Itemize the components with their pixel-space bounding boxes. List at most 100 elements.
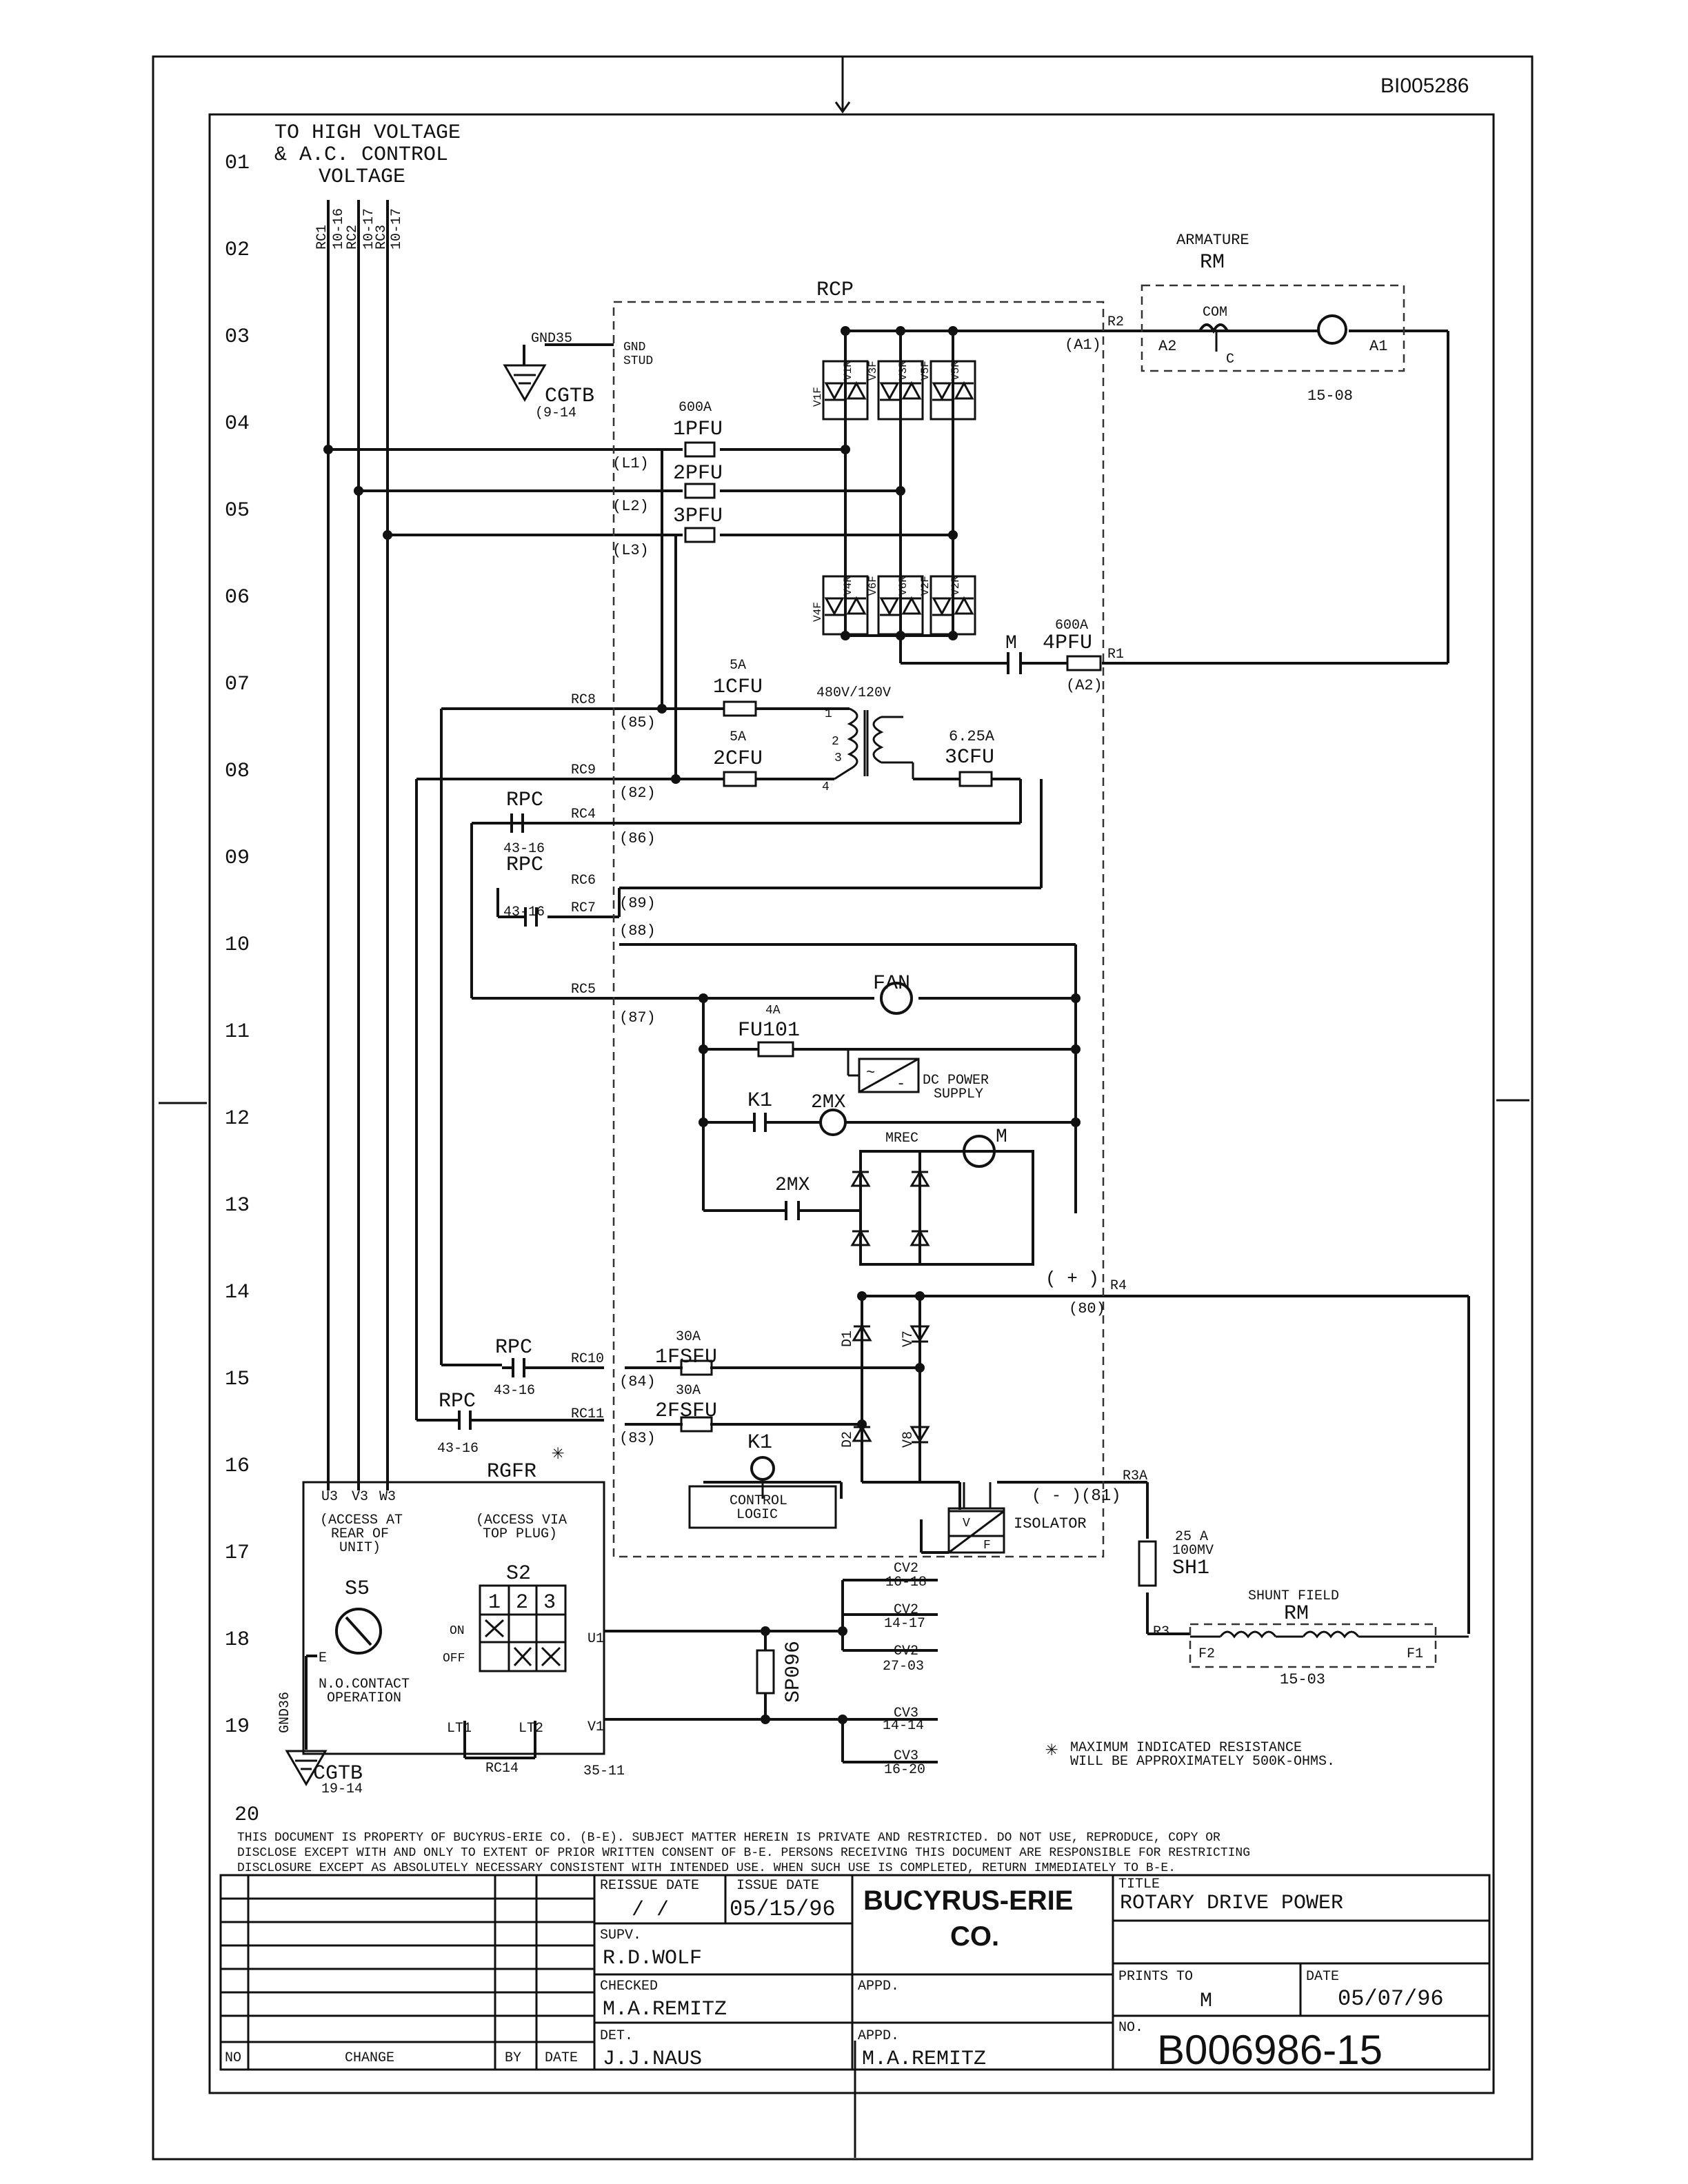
lt1-label: LT1: [447, 1721, 472, 1737]
det-value: J.J.NAUS: [603, 2048, 702, 2071]
thyristor-label: V1R: [842, 361, 854, 381]
thyristor-label: V5R: [950, 361, 962, 381]
gnd36-label: GND36: [277, 1692, 293, 1733]
cable-label: 10-17: [361, 208, 377, 250]
pfu1-label: 1PFU: [673, 418, 723, 441]
transformer-pin: 4: [822, 780, 830, 794]
checked-value: M.A.REMITZ: [603, 1998, 727, 2021]
access-top-text: (ACCESS VIA: [476, 1513, 567, 1528]
wire-label: RC9: [571, 762, 596, 778]
s2-col: 3: [543, 1591, 556, 1615]
row-number: 08: [225, 760, 250, 783]
f2-label: F2: [1198, 1646, 1215, 1662]
row-number: 03: [225, 325, 250, 349]
d2-label: D2: [840, 1431, 856, 1448]
wire-label: RC6: [571, 873, 596, 889]
row-number: 06: [225, 586, 250, 609]
m-contact-label: M: [1005, 633, 1017, 654]
row-number: 16: [225, 1455, 250, 1478]
gnd-stud-label: STUD: [623, 354, 653, 368]
r3-label: R3: [1153, 1624, 1169, 1640]
note-star: ✳: [1045, 1739, 1058, 1762]
thyristor-label: V2F: [919, 576, 932, 596]
transformer-pin: 3: [834, 751, 842, 765]
cfu2-rating: 5A: [730, 729, 746, 745]
armature-motor: [1317, 314, 1347, 345]
k1-label: K1: [747, 1089, 772, 1113]
fsfu2-label: 2FSFU: [655, 1399, 717, 1423]
rgfr-star: ✳: [552, 1442, 564, 1466]
armature-label: ARMATURE: [1176, 232, 1249, 249]
cgtb-bottom-ref: 19-14: [321, 1781, 363, 1797]
row-number: 05: [225, 499, 250, 523]
rev-col-no: NO: [225, 2050, 241, 2066]
terminal-label: (87): [619, 1009, 656, 1027]
wire-labels: RC8 RC9 RC4 RC6 RC7 RC5 RC10 RC11: [571, 692, 604, 1422]
cv-ref: 14-17: [884, 1616, 925, 1632]
pfu3-fuse: [684, 527, 716, 543]
pfu4-fuse: [1066, 655, 1102, 671]
appd-label: APPD.: [858, 1979, 899, 1994]
control-logic-label: LOGIC: [736, 1507, 778, 1523]
doc-id: BI005286: [1380, 74, 1469, 97]
title-label: TITLE: [1118, 1877, 1160, 1892]
cfu3-label: 3CFU: [945, 746, 994, 769]
cfu1-fuse: [723, 700, 757, 717]
row-number: 01: [225, 152, 250, 175]
dc-symbol: -: [896, 1075, 905, 1093]
s2-marks: [484, 1619, 561, 1667]
cable-label: RC3: [374, 225, 390, 250]
terminal-label: (L1): [612, 455, 649, 472]
ref-e-label: E: [319, 1650, 327, 1666]
row-number: 12: [225, 1107, 250, 1131]
s2-label: S2: [506, 1562, 531, 1586]
access-rear-text: REAR OF: [331, 1526, 389, 1542]
row-number: 04: [225, 412, 250, 436]
wire-label: RC7: [571, 900, 596, 916]
cv-ref: 16-18: [885, 1575, 927, 1590]
pfu-rating: 600A: [679, 400, 712, 416]
disclaimer-line: DISCLOSURE EXCEPT AS ABSOLUTELY NECESSAR…: [237, 1861, 1176, 1875]
rgfr-label: RGFR: [487, 1460, 536, 1484]
cable-label: 10-16: [331, 208, 347, 250]
cfu3-fuse: [958, 771, 993, 787]
row-number: 17: [225, 1541, 250, 1565]
dc-supply-label: SUPPLY: [934, 1086, 983, 1102]
sh1-shunt: [1138, 1540, 1157, 1587]
control-transformer: [834, 707, 914, 780]
cv-label: CV2: [894, 1644, 918, 1659]
cgtb-top-ref: (9-14: [535, 405, 576, 421]
cgtb-top-label: CGTB: [545, 385, 594, 408]
sheet-border: [152, 55, 1534, 2161]
mrec-diodes: [850, 1170, 930, 1246]
rc14-ref: 35-11: [583, 1763, 625, 1779]
m-motor-label: M: [996, 1126, 1007, 1148]
a2-label: A2: [1158, 338, 1176, 355]
m-coil: [963, 1135, 996, 1168]
s2-col: 2: [516, 1591, 528, 1615]
prints-to-label: PRINTS TO: [1118, 1969, 1193, 1985]
cv-ref: 27-03: [883, 1659, 924, 1675]
rpc4-label: RPC: [439, 1390, 476, 1413]
row-number: 15: [225, 1368, 250, 1391]
ground-symbol-top: [503, 364, 547, 402]
drawing-title: ROTARY DRIVE POWER: [1120, 1892, 1343, 1915]
thyristor-label: V4F: [812, 602, 824, 622]
cfu2-label: 2CFU: [713, 747, 763, 771]
com-winding: [1198, 323, 1229, 334]
t80-label: (80): [1069, 1300, 1105, 1317]
row-numbers: 01 02 03 04 05 06 07 08 09 10 11 12 13 1…: [225, 152, 259, 1827]
shunt-field-ref: 15-03: [1280, 1671, 1325, 1688]
issue-date-value: 05/15/96: [730, 1897, 836, 1922]
row-number: 02: [225, 239, 250, 262]
rgfr-terminal: U3: [321, 1489, 338, 1505]
det-label: DET.: [600, 2028, 633, 2044]
cable-label: RC2: [345, 225, 361, 250]
cv-label: CV2: [894, 1561, 918, 1577]
control-logic-label: CONTROL: [730, 1493, 787, 1509]
rev-col-date: DATE: [545, 2050, 578, 2066]
minus-label: ( - )(81): [1032, 1487, 1121, 1506]
appd-value: M.A.REMITZ: [862, 2048, 986, 2071]
shunt-field-label: SHUNT FIELD: [1248, 1588, 1339, 1604]
